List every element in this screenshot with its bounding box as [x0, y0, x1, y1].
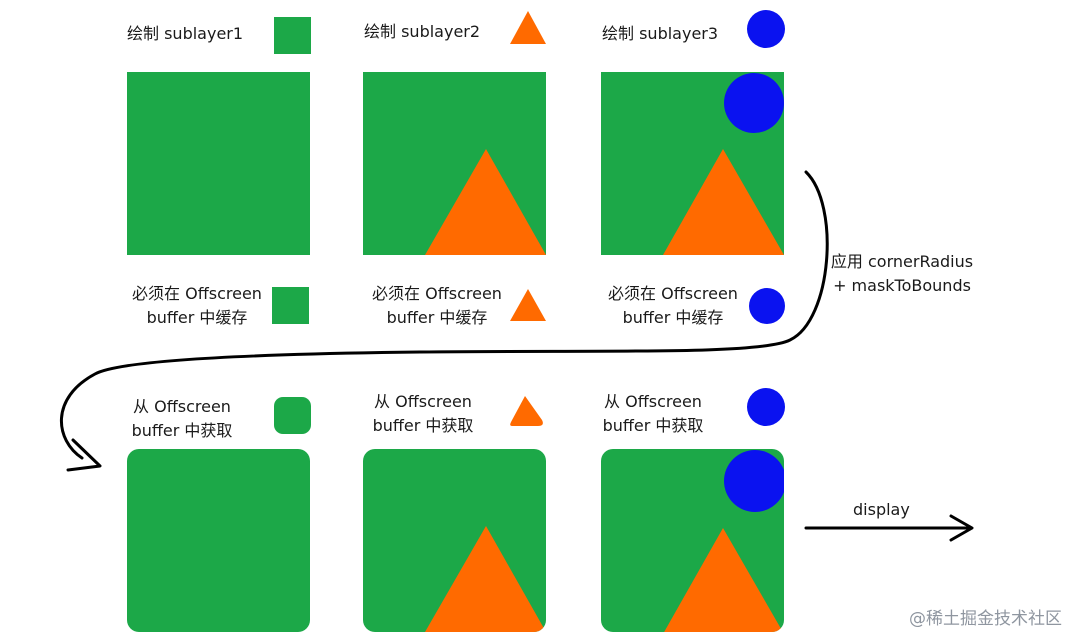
final-layer-2	[363, 449, 546, 632]
draw-sublayer3-label: 绘制 sublayer3	[602, 24, 719, 43]
cache-label-1: 必须在 Offscreen buffer 中缓存	[126, 282, 268, 330]
fetch-rounded-square-icon	[274, 397, 311, 434]
fetch-label-1-line1: 从 Offscreen	[133, 397, 231, 416]
fetch-label-2-line1: 从 Offscreen	[374, 392, 472, 411]
composite-layer-2-triangle	[425, 149, 546, 255]
cache-circle-icon	[749, 288, 785, 324]
fetch-label-1-line2: buffer 中获取	[131, 421, 233, 440]
composite-layer-3-circle	[724, 73, 784, 133]
draw-sublayer3-step	[601, 10, 785, 255]
fetch-rounded-triangle-icon	[510, 396, 543, 426]
fetch-label-3-line1: 从 Offscreen	[604, 392, 702, 411]
final-layer-3	[601, 449, 784, 632]
composite-layer-1	[127, 72, 310, 255]
cache-label-2-line2: buffer 中缓存	[386, 308, 488, 327]
fetch-label-3: 从 Offscreen buffer 中获取	[597, 390, 709, 438]
final-layer-2-triangle	[425, 526, 546, 632]
cache-label-3-line2: buffer 中缓存	[622, 308, 724, 327]
fetch-label-2: 从 Offscreen buffer 中获取	[367, 390, 479, 438]
corner-radius-transition-arrow	[60, 170, 829, 472]
fetch-circle-icon	[747, 388, 785, 426]
draw-sublayer1-step	[127, 17, 311, 255]
transition-label-line2: + maskToBounds	[833, 276, 971, 295]
cache-label-2: 必须在 Offscreen buffer 中缓存	[366, 282, 508, 330]
final-layer-3-circle	[724, 450, 784, 512]
cache-label-2-line1: 必须在 Offscreen	[372, 284, 502, 303]
transition-label-line1: 应用 cornerRadius	[830, 252, 974, 271]
sublayer3-circle-icon	[747, 10, 785, 48]
fetch-label-1: 从 Offscreen buffer 中获取	[126, 395, 238, 443]
display-arrow	[804, 514, 974, 542]
final-layer-1	[127, 449, 310, 632]
display-label: display	[853, 500, 910, 519]
sublayer1-square-icon	[274, 17, 311, 54]
cache-label-1-line2: buffer 中缓存	[146, 308, 248, 327]
watermark: @稀土掘金技术社区	[909, 609, 1062, 629]
composite-layer-3-triangle	[663, 149, 784, 255]
fetch-label-3-line2: buffer 中获取	[602, 416, 704, 435]
draw-sublayer2-step	[363, 11, 546, 255]
transition-label: 应用 cornerRadius + maskToBounds	[826, 250, 978, 298]
cache-label-1-line1: 必须在 Offscreen	[132, 284, 262, 303]
fetch-label-2-line2: buffer 中获取	[372, 416, 474, 435]
final-layer-3-triangle	[663, 528, 784, 632]
cache-square-icon	[272, 287, 309, 324]
cache-triangle-icon	[510, 289, 546, 321]
cache-label-3-line1: 必须在 Offscreen	[608, 284, 738, 303]
sublayer2-triangle-icon	[510, 11, 546, 44]
draw-sublayer2-label: 绘制 sublayer2	[364, 22, 481, 41]
cache-label-3: 必须在 Offscreen buffer 中缓存	[602, 282, 744, 330]
draw-sublayer1-label: 绘制 sublayer1	[127, 24, 244, 43]
